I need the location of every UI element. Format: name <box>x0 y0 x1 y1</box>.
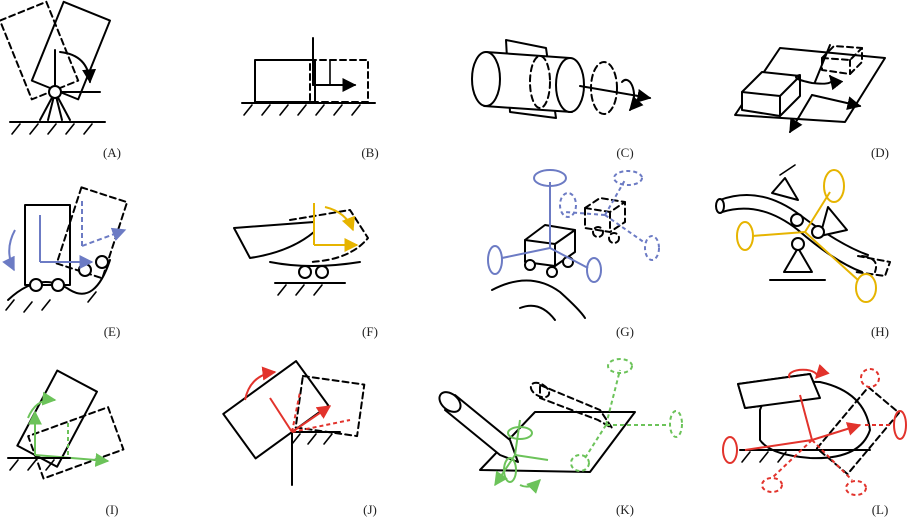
panel-h-diagram <box>715 164 891 303</box>
panel-e-diagram <box>2 186 129 313</box>
panel-label: (D) <box>871 145 889 160</box>
panel-b-diagram <box>241 37 376 116</box>
panel-label: (B) <box>361 145 378 160</box>
panel-label: (G) <box>616 324 634 339</box>
panel-label: (K) <box>616 502 634 517</box>
panel-label: (C) <box>616 145 633 160</box>
panel-label: (F) <box>362 324 378 339</box>
panel-a-diagram <box>0 0 112 135</box>
panel-label: (J) <box>363 502 377 517</box>
panel-k-diagram <box>438 358 683 494</box>
panel-j-diagram <box>222 360 366 486</box>
panel-g-diagram <box>487 169 660 321</box>
panel-l-diagram <box>722 364 907 496</box>
panel-c-diagram <box>471 39 652 119</box>
panel-label: (I) <box>106 502 119 517</box>
panel-d-diagram <box>734 44 886 134</box>
panel-label: (H) <box>871 324 889 339</box>
panel-label: (A) <box>103 145 121 160</box>
panel-label: (L) <box>872 502 889 517</box>
panel-f-diagram <box>233 203 369 296</box>
panel-label: (E) <box>104 324 121 339</box>
panel-i-diagram <box>7 369 125 480</box>
